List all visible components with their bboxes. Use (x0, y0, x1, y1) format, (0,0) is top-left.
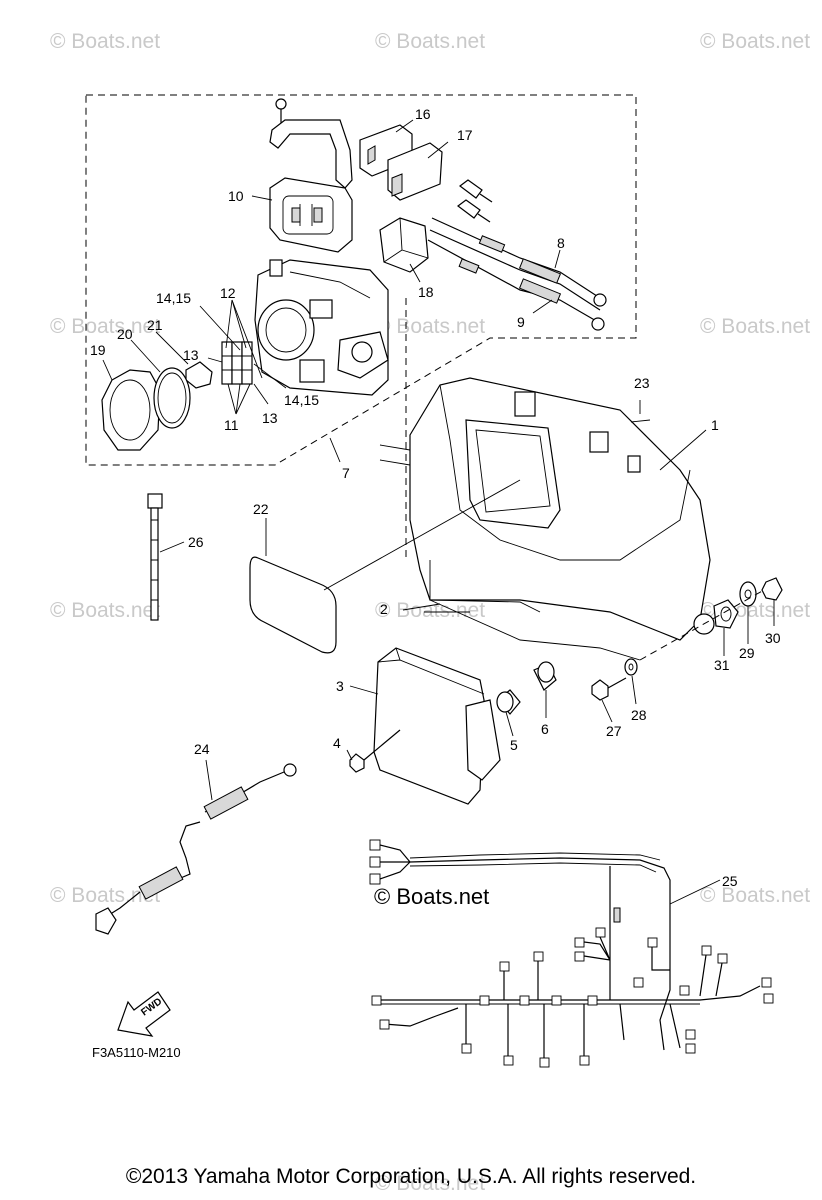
bolt-washer-parts (591, 658, 638, 701)
main-housing (379, 377, 715, 661)
watermark: © Boats.net (50, 599, 160, 622)
cap-and-oring (101, 367, 191, 451)
callout-21: 21 (147, 317, 163, 333)
assembly-group-outline (85, 94, 637, 466)
callout-6: 6 (541, 721, 549, 737)
callout-3: 3 (336, 678, 344, 694)
callout-16: 16 (415, 106, 431, 122)
callout-17: 17 (457, 127, 473, 143)
watermark: © Boats.net (375, 30, 485, 53)
callout-11: 11 (224, 417, 239, 433)
plate-part (424, 599, 541, 613)
washer-nut-spacer-parts (639, 577, 783, 661)
leader-lines (102, 119, 775, 905)
callout-19: 19 (90, 342, 106, 358)
callout-8: 8 (557, 235, 565, 251)
callout-27: 27 (606, 723, 622, 739)
callout-12: 12 (220, 285, 236, 301)
callout-13-right: 13 (262, 410, 278, 426)
callout-24: 24 (194, 741, 210, 757)
callout-14-15-upper: 14,15 (156, 290, 191, 306)
cable-tie-part (147, 493, 163, 621)
callout-22: 22 (253, 501, 269, 517)
control-unit-part (373, 647, 501, 805)
callout-9: 9 (517, 314, 525, 330)
watermark: © Boats.net (50, 884, 160, 907)
cover-part (269, 177, 353, 253)
watermark: © Boats.net (700, 315, 810, 338)
callout-1: 1 (711, 417, 719, 433)
gasket-part (249, 479, 521, 654)
callout-14-15-lower: 14,15 (284, 392, 319, 408)
callout-18: 18 (418, 284, 434, 300)
watermark: © Boats.net (375, 1172, 485, 1195)
callout-labels: 16 17 10 8 9 18 14,15 12 21 20 19 13 14,… (90, 106, 781, 889)
callout-7: 7 (342, 465, 350, 481)
callout-20: 20 (117, 326, 133, 342)
watermark: © Boats.net (700, 30, 810, 53)
callout-5: 5 (510, 737, 518, 753)
callout-4: 4 (333, 735, 341, 751)
fwd-arrow-icon: FWD (117, 991, 171, 1037)
callout-26: 26 (188, 534, 204, 550)
callout-28: 28 (631, 707, 647, 723)
terminal-blocks (185, 341, 253, 389)
watermark: © Boats.net (50, 315, 160, 338)
callout-29: 29 (739, 645, 755, 661)
watermark: © Boats.net (375, 315, 485, 338)
fastener-parts (349, 661, 557, 773)
sensor-cable-part (95, 763, 297, 935)
electrical-box (254, 259, 389, 396)
watermark: © Boats.net (700, 884, 810, 907)
callout-13-left: 13 (183, 347, 199, 363)
wiring-harness-part (369, 839, 774, 1068)
cable-parts (427, 179, 607, 331)
callout-31: 31 (714, 657, 730, 673)
diagram-code: F3A5110-M210 (92, 1045, 181, 1060)
watermark: © Boats.net (50, 30, 160, 53)
callout-25: 25 (722, 873, 738, 889)
callout-10: 10 (228, 188, 244, 204)
copyright-notice: ©2013 Yamaha Motor Corporation, U.S.A. A… (125, 1165, 697, 1188)
callout-2: 2 (380, 601, 388, 617)
callout-23: 23 (634, 375, 650, 391)
brand-mark: © Boats.net (374, 884, 489, 909)
watermark: © Boats.net (375, 599, 485, 622)
relay-part (379, 217, 429, 273)
callout-30: 30 (765, 630, 781, 646)
